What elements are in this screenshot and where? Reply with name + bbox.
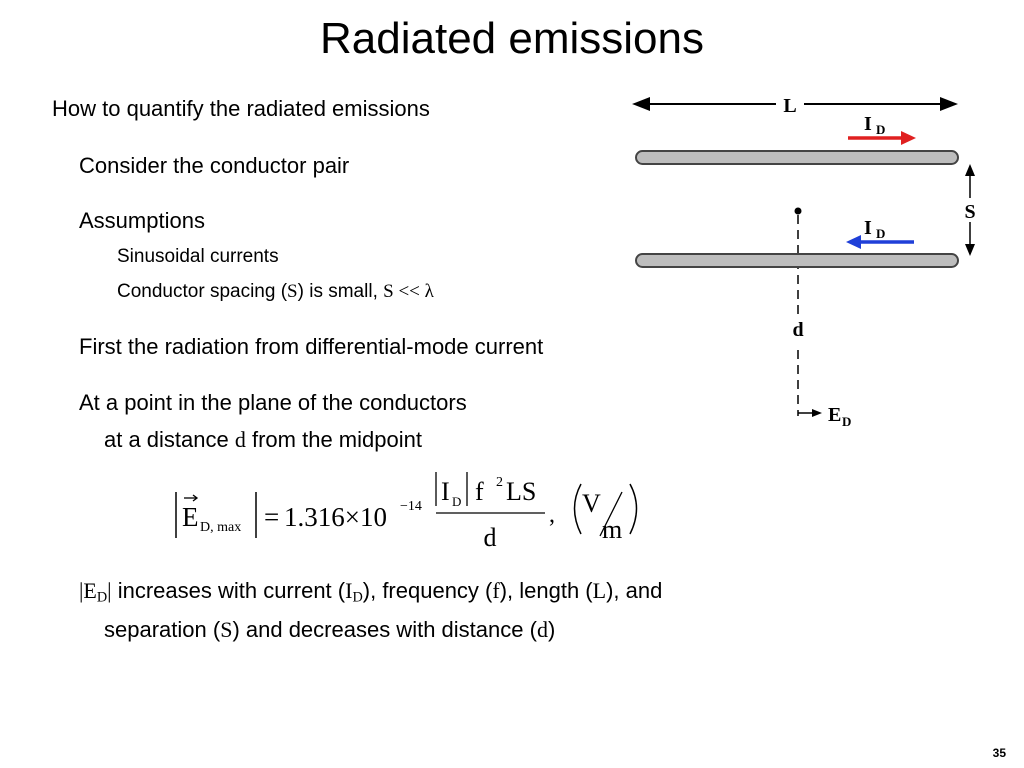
- top-current-arrow-head: [901, 131, 916, 145]
- conductor-pair-diagram: L I D S d I D E D: [632, 92, 982, 429]
- conclusion-line2: separation (S) and decreases with distan…: [104, 617, 555, 643]
- conclusion-t1: increases with current (: [111, 578, 346, 603]
- conclusion-L: L: [592, 578, 607, 603]
- conclusion-line2-prefix: separation (: [104, 617, 221, 642]
- formula-comma: ,: [549, 502, 555, 528]
- bullet-point-line1: At a point in the plane of the conductor…: [79, 390, 467, 415]
- formula-num-I-sub: D: [452, 494, 461, 509]
- field-arrow-head: [812, 409, 822, 417]
- formula-coefficient: 1.316×10: [284, 502, 387, 532]
- length-arrow-left: [632, 97, 650, 111]
- slide-title: Radiated emissions: [320, 14, 704, 63]
- spacing-arrow-top: [965, 164, 975, 176]
- spacing-inequality: S << λ: [383, 281, 434, 302]
- formula-num-LS: LS: [506, 477, 536, 506]
- conclusion-e-open: |E: [79, 578, 97, 603]
- formula-num-f: f: [475, 477, 484, 506]
- formula-unit-num: V: [582, 489, 601, 518]
- point-text-prefix: at a distance: [104, 427, 235, 452]
- bottom-current-arrow-head: [846, 235, 861, 249]
- conclusion-d: d: [536, 617, 548, 642]
- length-label-bg: [776, 92, 804, 116]
- spacing-text-mid: ) is small,: [297, 281, 384, 302]
- formula-num-f-exp: 2: [496, 475, 503, 490]
- bullet-spacing: Conductor spacing (S) is small, S << λ: [117, 281, 434, 303]
- bullet-quantify: How to quantify the radiated emissions: [52, 96, 430, 121]
- top-conductor: [635, 150, 959, 165]
- formula-lhs-symbol: E: [182, 502, 199, 532]
- conclusion-f: f: [492, 578, 500, 603]
- vector-arrow-head: [192, 494, 199, 502]
- conclusion-line2-suffix: ): [547, 617, 556, 642]
- conclusion-t4: ), and: [606, 578, 663, 603]
- bullet-sinusoidal: Sinusoidal currents: [117, 246, 279, 267]
- top-current-label: I: [864, 113, 872, 135]
- point-text-suffix: from the midpoint: [245, 427, 422, 452]
- spacing-arrow-bottom: [965, 244, 975, 256]
- formula-denominator: d: [484, 523, 497, 552]
- field-formula: E D, max = 1.316×10 −14 I D f 2 LS d , V…: [175, 472, 638, 552]
- spacing-text-prefix: Conductor spacing (: [117, 281, 288, 302]
- conclusion-i-sub: D: [352, 589, 363, 606]
- formula-unit-den: m: [602, 515, 622, 544]
- conclusion-e-close: |: [107, 578, 112, 603]
- conclusion-line1: |ED| increases with current (ID), freque…: [79, 578, 662, 607]
- formula-exponent: −14: [400, 499, 422, 514]
- bottom-current-label-sub: D: [876, 226, 885, 241]
- point-var-d: d: [234, 427, 246, 452]
- conclusion-t2: ), frequency (: [362, 578, 493, 603]
- bullet-first-radiation: First the radiation from differential-mo…: [79, 334, 544, 359]
- unit-paren-left: [573, 483, 582, 535]
- page-number: 35: [992, 746, 1006, 760]
- spacing-label-bg: [958, 198, 982, 222]
- conclusion-i: I: [345, 578, 353, 603]
- conclusion-t3: ), length (: [499, 578, 593, 603]
- bottom-current-label: I: [864, 217, 872, 239]
- formula-lhs-subscript: D, max: [200, 520, 241, 535]
- bullet-consider: Consider the conductor pair: [79, 153, 350, 178]
- distance-label-bg: [788, 314, 808, 344]
- field-label-sub: D: [842, 414, 851, 429]
- conclusion-e-sub: D: [96, 589, 108, 606]
- unit-slash: [599, 491, 623, 537]
- bullet-point-line2: at a distance d from the midpoint: [104, 427, 422, 453]
- unit-paren-right: [629, 483, 638, 535]
- field-label: E: [828, 404, 841, 426]
- formula-num-I: I: [441, 477, 450, 506]
- formula-equals: =: [264, 502, 279, 532]
- length-arrow-right: [940, 97, 958, 111]
- midpoint-dot: [794, 207, 802, 215]
- spacing-label: S: [964, 201, 975, 223]
- top-current-label-sub: D: [876, 122, 885, 137]
- conclusion-S: S: [220, 617, 233, 642]
- length-label: L: [783, 95, 796, 117]
- distance-label: d: [792, 319, 803, 341]
- conclusion-line2-mid: ) and decreases with distance (: [232, 617, 537, 642]
- bullet-assumptions: Assumptions: [79, 208, 205, 233]
- spacing-var: S: [287, 281, 298, 302]
- bottom-conductor: [635, 253, 959, 268]
